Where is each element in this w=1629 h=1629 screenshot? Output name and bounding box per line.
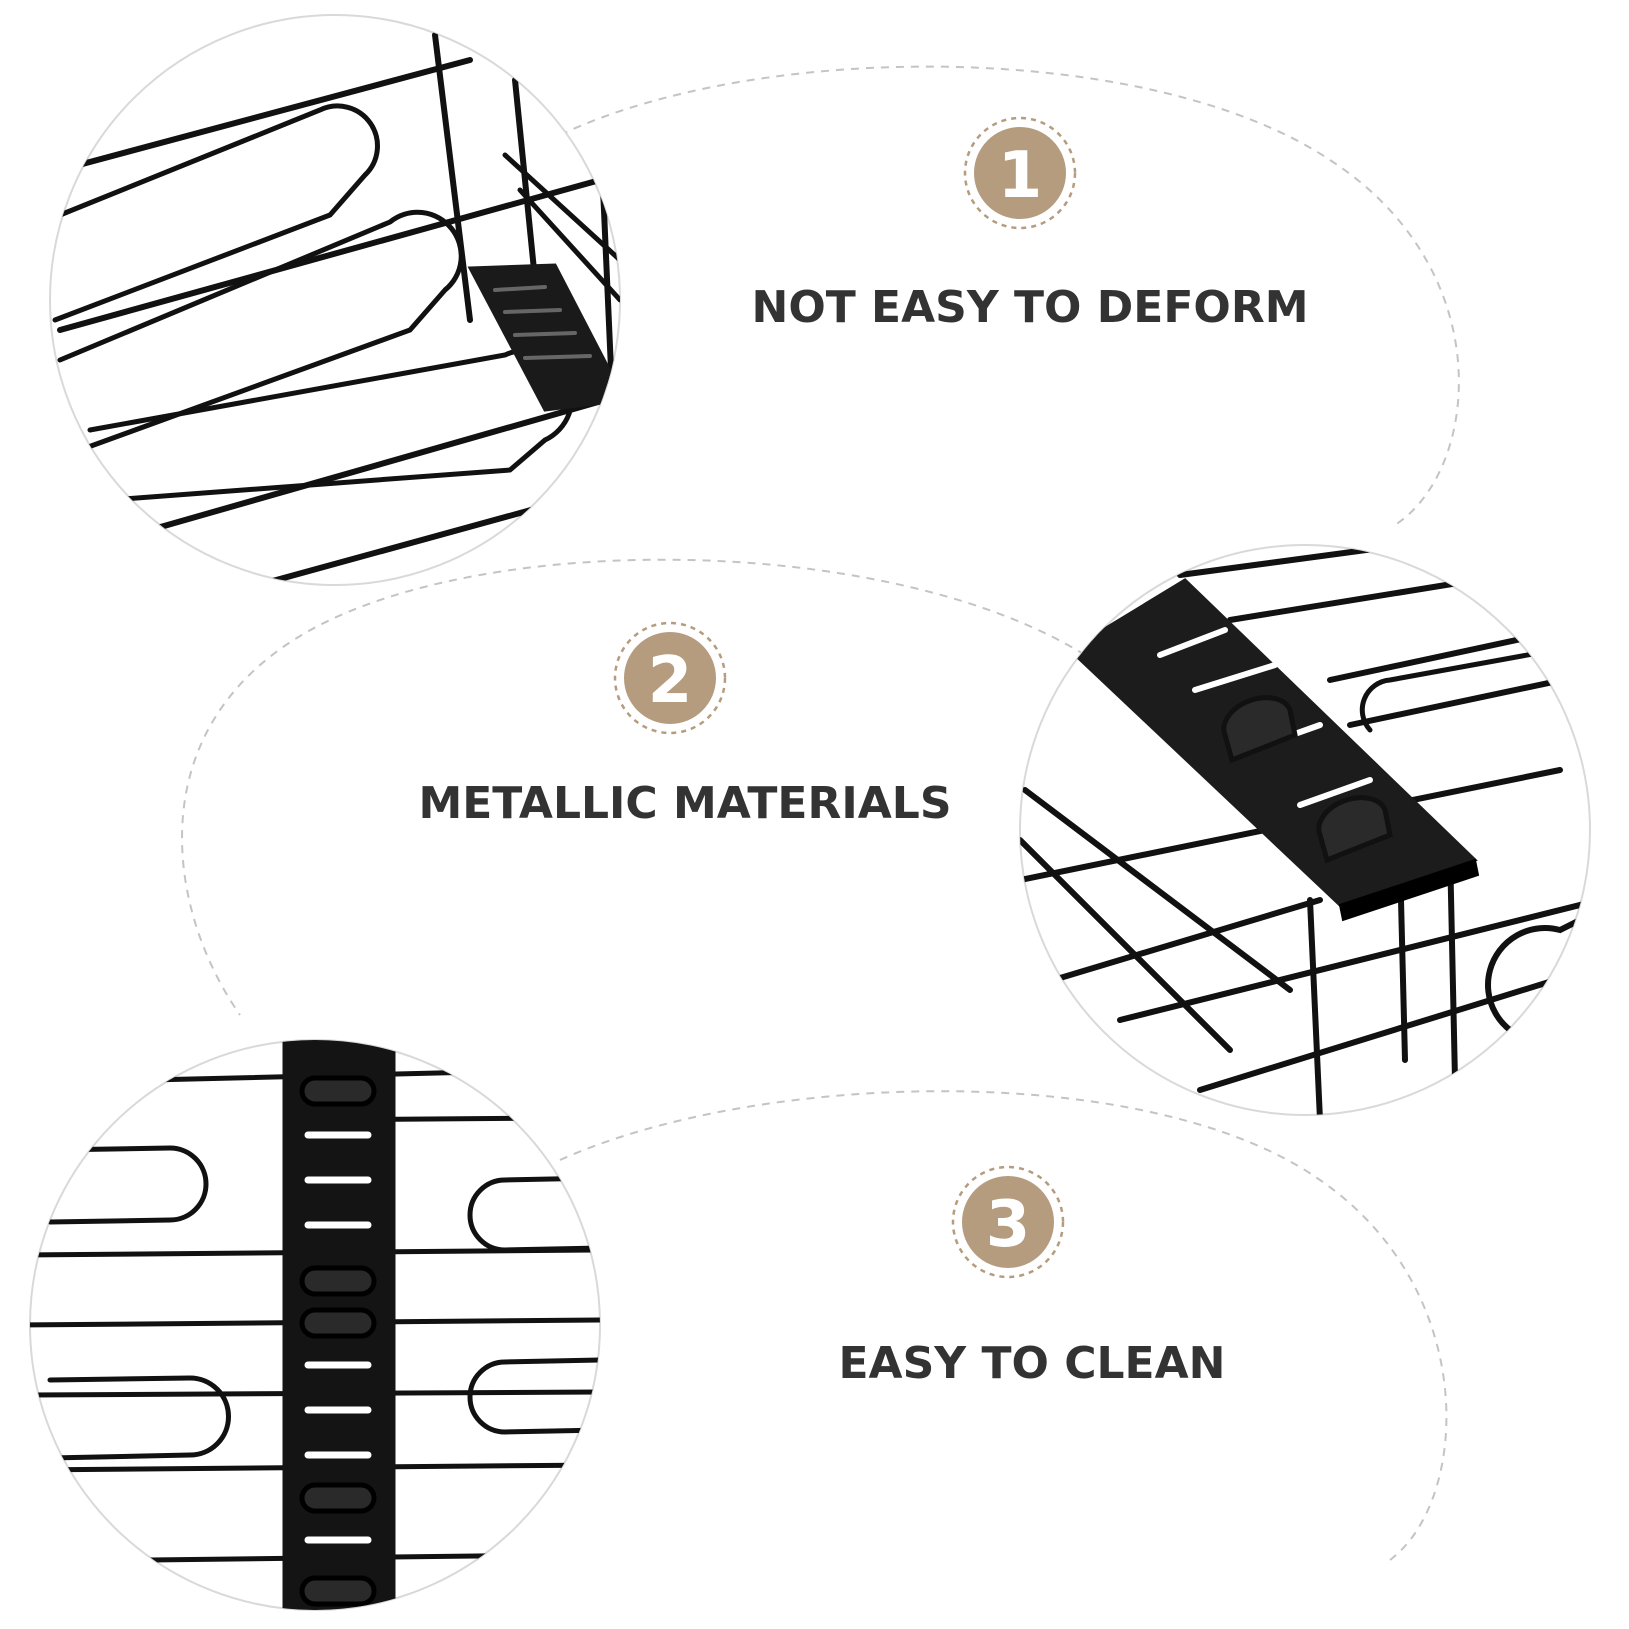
feature-label-1: NOT EASY TO DEFORM — [752, 282, 1309, 333]
feature-label-3: EASY TO CLEAN — [839, 1338, 1226, 1389]
badge-number-2: 2 — [648, 644, 693, 718]
product-photo-1 — [49, 14, 621, 586]
badge-number-3: 3 — [986, 1188, 1031, 1262]
dashed-connector-lines — [181, 65, 1460, 1561]
dashed-curve-1 — [559, 65, 1460, 526]
dashed-curve-2 — [181, 558, 1086, 1016]
number-badge-2: 2 — [613, 621, 727, 735]
feature-2: 2 METALLIC MATERIALS — [418, 621, 952, 829]
feature-label-2: METALLIC MATERIALS — [418, 778, 951, 829]
badge-number-1: 1 — [998, 139, 1043, 213]
product-photo-2 — [1019, 544, 1591, 1116]
product-photo-3 — [29, 1039, 601, 1611]
number-badge-1: 1 — [963, 116, 1077, 230]
feature-1: 1 NOT EASY TO DEFORM — [752, 116, 1309, 333]
dashed-curve-3 — [559, 1090, 1448, 1561]
feature-3: 3 EASY TO CLEAN — [839, 1165, 1226, 1389]
number-badge-3: 3 — [951, 1165, 1065, 1279]
